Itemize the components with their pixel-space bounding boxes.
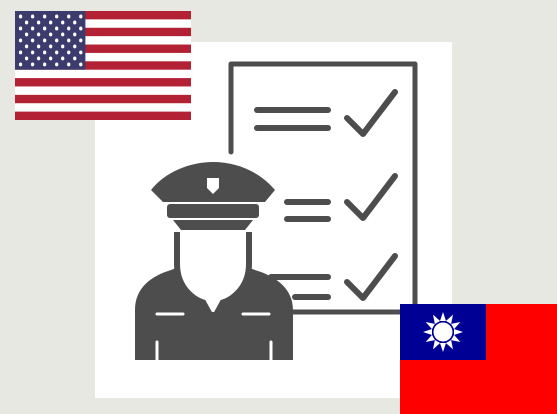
check-icons xyxy=(344,89,398,301)
white-sun-icon xyxy=(423,312,463,352)
illustration-card xyxy=(95,42,452,398)
check-icon xyxy=(344,253,398,301)
us-flag-icon xyxy=(15,11,191,120)
check-icon xyxy=(344,173,398,221)
checklist-document xyxy=(228,61,418,315)
check-icon xyxy=(344,89,398,137)
taiwan-flag-icon xyxy=(400,304,557,414)
officer-checklist-icon xyxy=(135,61,418,362)
officer-head xyxy=(174,232,252,308)
checklist-lines xyxy=(254,107,331,300)
officer-tie xyxy=(203,312,223,346)
